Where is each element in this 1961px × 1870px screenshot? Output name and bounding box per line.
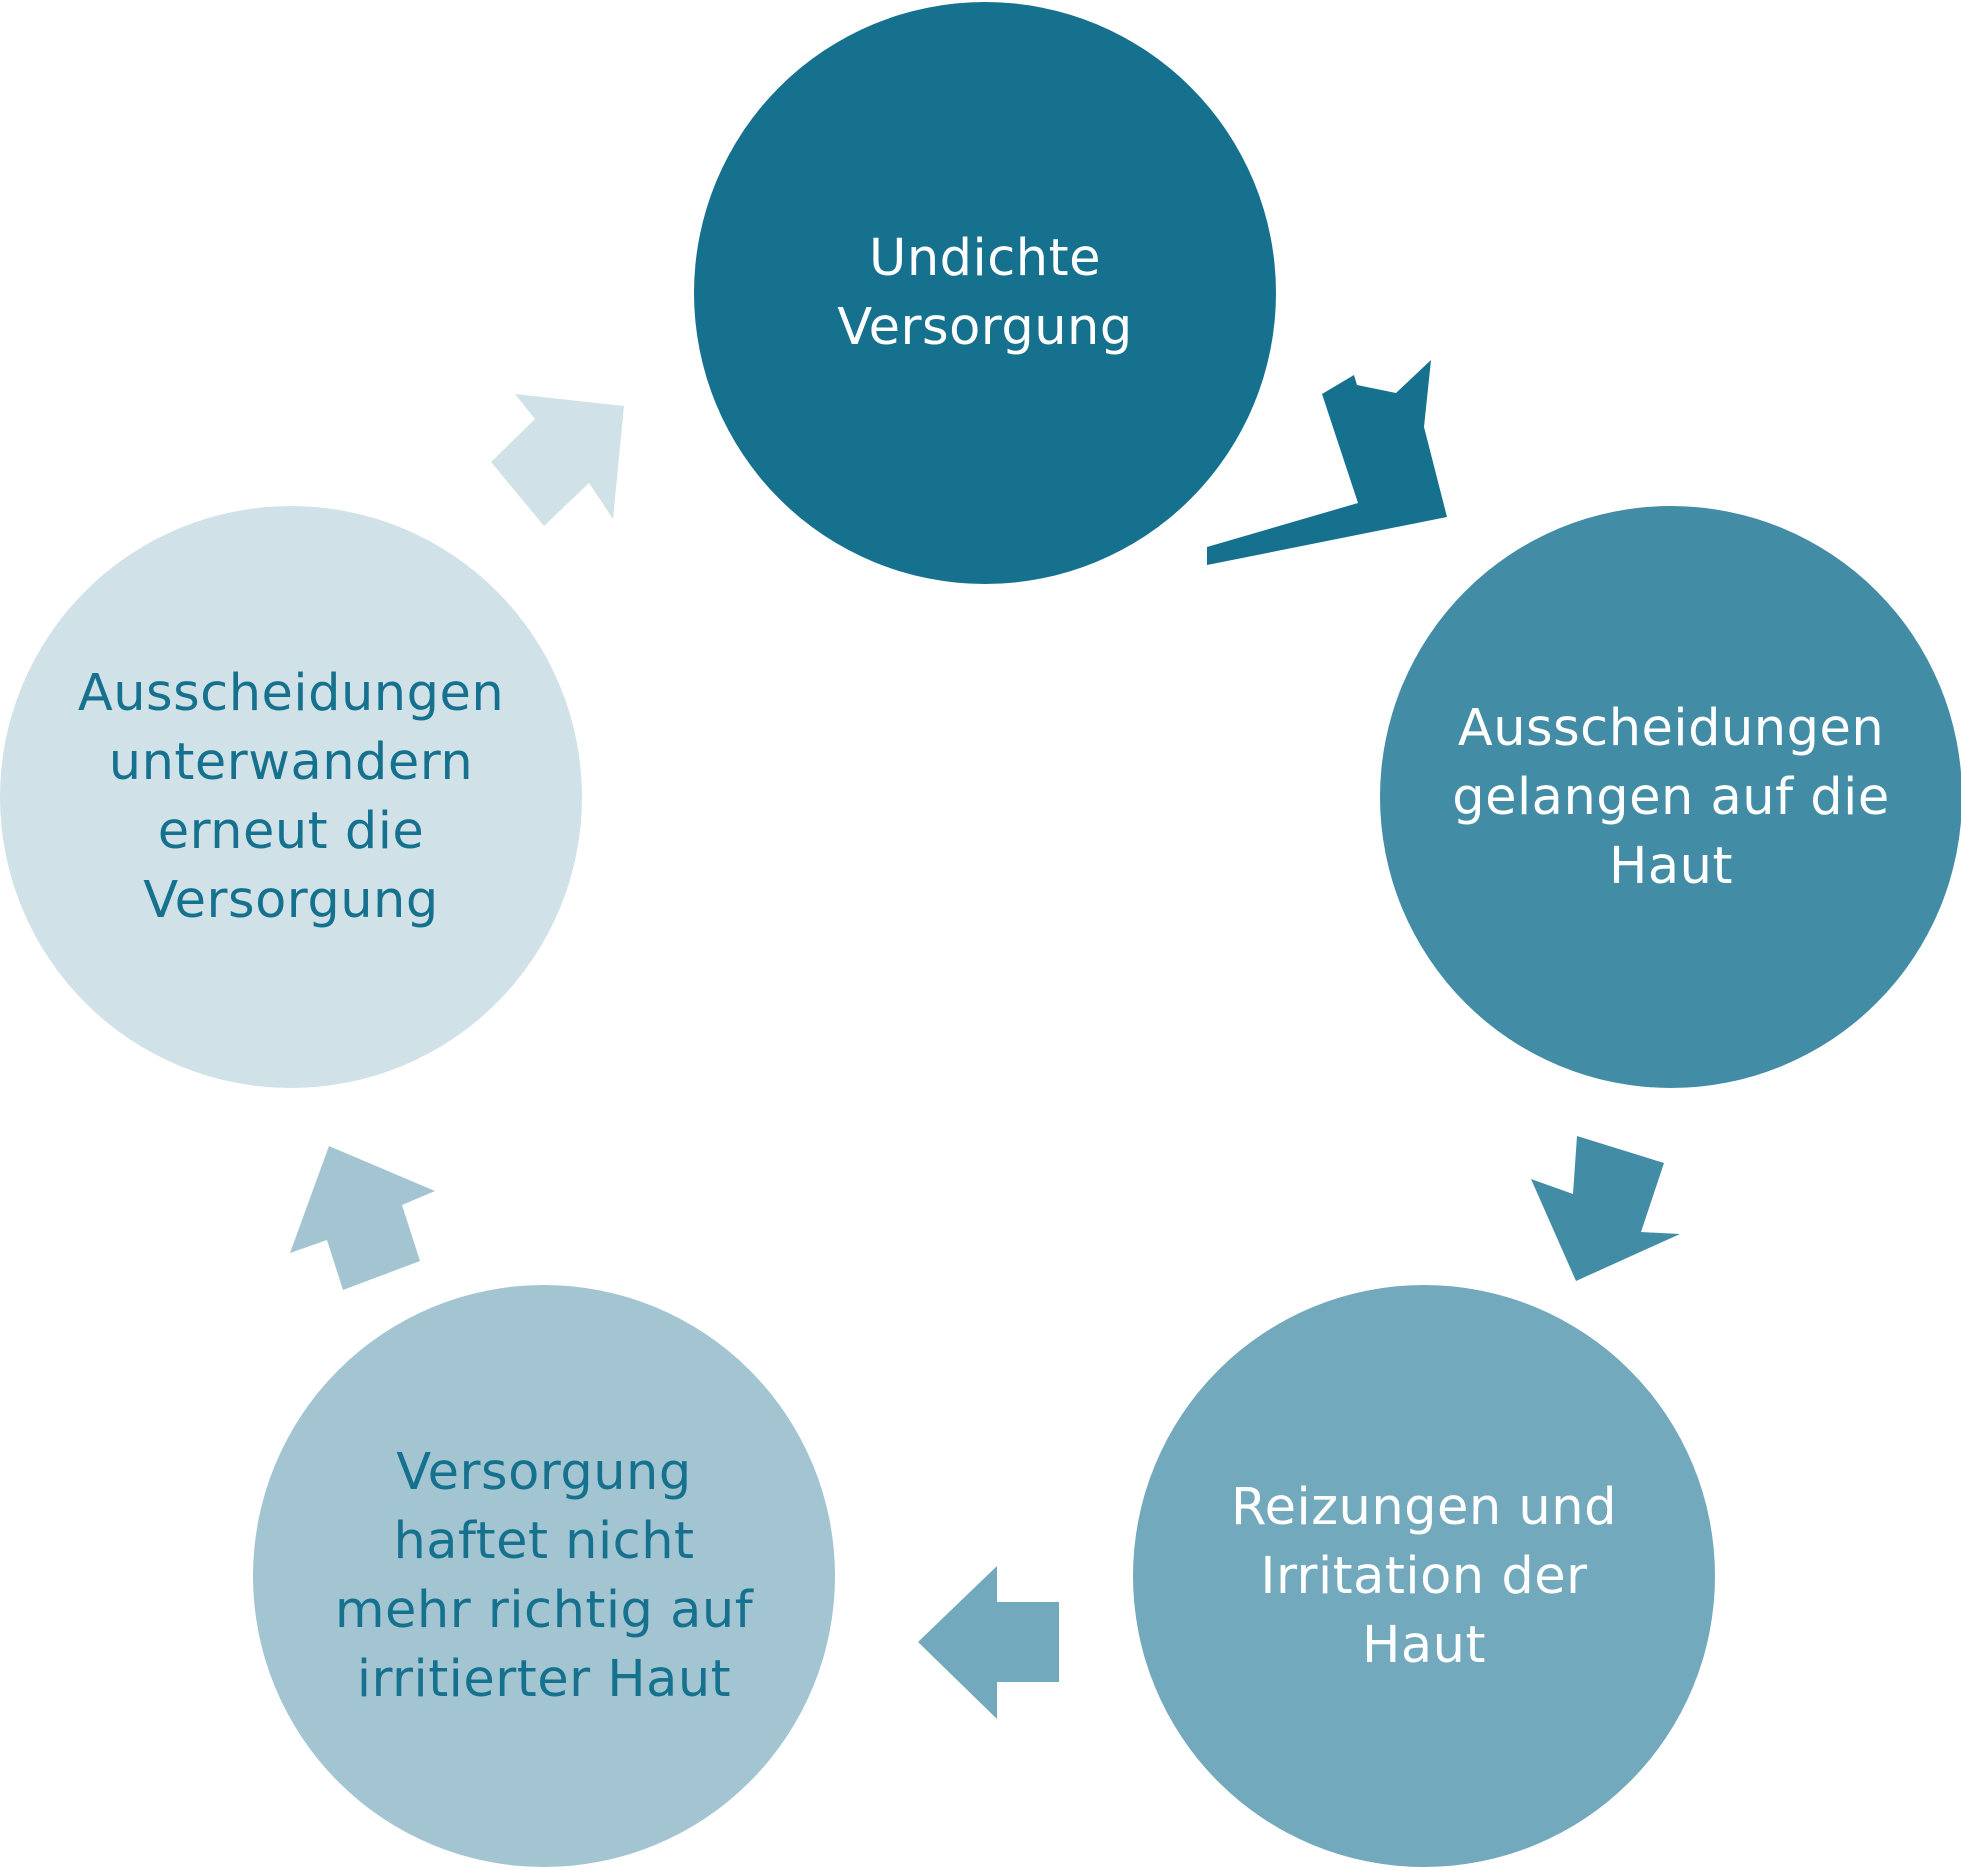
node-label-line: Ausscheidungen [1457,698,1885,758]
node-label-line: gelangen auf die [1452,767,1890,827]
arrow-versorgung-to-ausscheidungen [290,1146,435,1290]
node-ausscheidungen-gelangen: Ausscheidungen gelangen auf die Haut [1380,506,1961,1088]
node-label: Reizungen und Irritation der Haut [1191,1473,1657,1680]
node-label-line: erneut die [157,802,425,861]
node-label: Versorgung haftet nicht mehr richtig auf… [295,1438,793,1714]
node-label-line: Undichte [869,229,1101,288]
node-ausscheidungen-unterwandern: Ausscheidungen unterwandern erneut die V… [0,506,582,1088]
node-label-line: Reizungen und [1231,1477,1617,1537]
node-versorgung-haftet-nicht: Versorgung haftet nicht mehr richtig auf… [253,1285,835,1867]
node-label-line: Irritation der [1260,1546,1588,1606]
node-label-line: Ausscheidungen [77,664,505,723]
node-reizungen-irritation: Reizungen und Irritation der Haut [1133,1285,1715,1867]
node-undichte-versorgung: Undichte Versorgung [694,2,1276,584]
arrow-ausscheidungen-to-reizungen [1531,1136,1680,1281]
arrow-reizungen-to-versorgung [918,1566,1059,1719]
node-label-line: Haut [1362,1615,1486,1675]
arrow-ausscheidungen-to-undichte [491,394,624,526]
node-label: Ausscheidungen gelangen auf die Haut [1412,694,1929,901]
node-label-line: Versorgung [837,298,1133,357]
node-label-line: unterwandern [108,733,474,792]
node-label: Undichte Versorgung [797,224,1173,362]
node-label: Ausscheidungen unterwandern erneut die V… [38,659,544,935]
arrow-undichte-to-ausscheidungen [1207,360,1447,565]
node-label-line: haftet nicht [393,1512,695,1571]
node-label-line: irritierter Haut [356,1650,732,1709]
node-label-line: mehr richtig auf [334,1581,754,1640]
node-label-line: Versorgung [143,871,439,930]
node-label-line: Versorgung [396,1443,692,1502]
node-label-line: Haut [1609,836,1733,896]
